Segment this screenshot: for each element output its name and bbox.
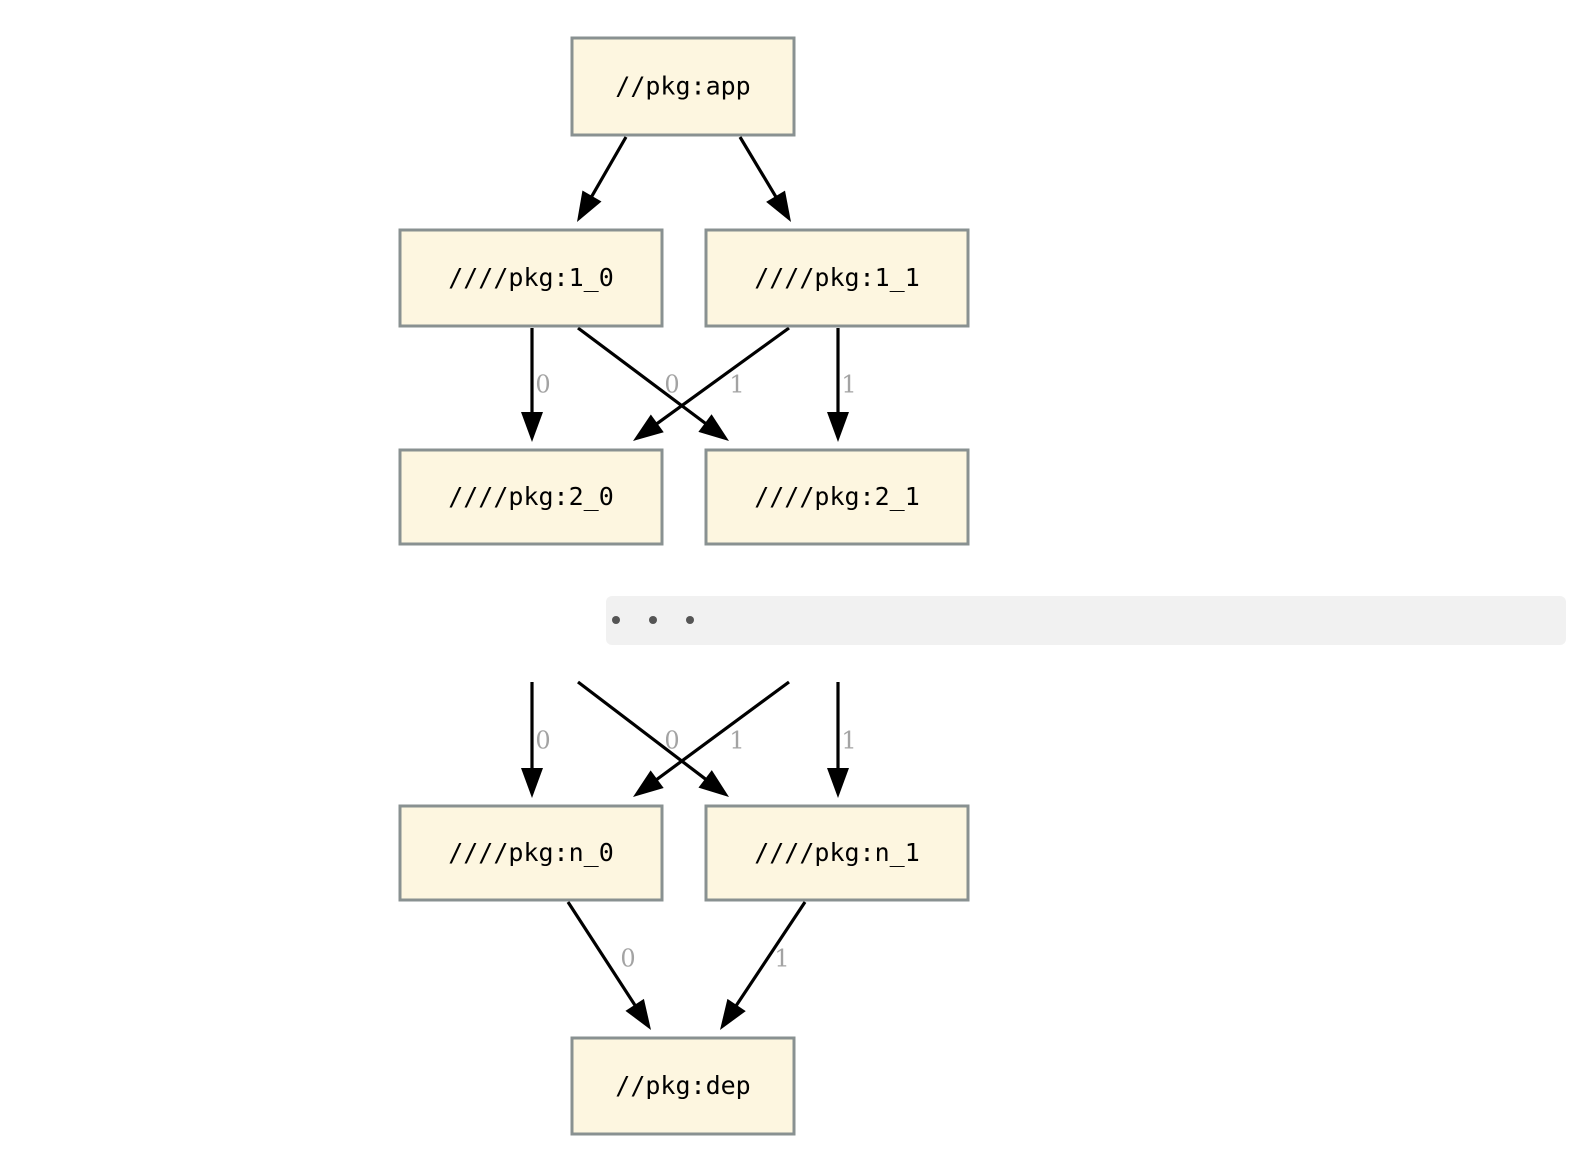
edge-line-0	[587, 136, 628, 203]
node-label-app: //pkg:app	[615, 72, 750, 101]
edge-arrowhead-9	[827, 768, 849, 798]
edge-label-6: 0	[535, 727, 550, 755]
node-label-n2_0: ////pkg:2_0	[448, 482, 614, 511]
node-rect-nn_1[interactable]	[704, 804, 970, 902]
edge-arrowhead-3	[698, 414, 729, 441]
node-rect-n2_1[interactable]	[704, 448, 970, 546]
node-n1_1[interactable]: ////pkg:1_1	[704, 228, 970, 328]
collapsed-band-rect[interactable]	[606, 596, 1566, 645]
ellipsis-dot-0	[612, 616, 620, 624]
edge-arrowhead-6	[521, 768, 543, 798]
edge-arrowhead-8	[633, 770, 664, 797]
edge-label-3: 1	[729, 371, 744, 399]
ellipsis-dot-1	[649, 616, 657, 624]
node-app[interactable]: //pkg:app	[570, 36, 796, 137]
edge-label-7: 1	[729, 727, 744, 755]
edge-arrowhead-2	[521, 412, 543, 442]
edge-label-11: 1	[774, 945, 789, 973]
ellipsis-dot-2	[686, 616, 694, 624]
edge-line-3	[577, 326, 711, 428]
node-rect-app[interactable]	[570, 36, 796, 137]
node-label-nn_0: ////pkg:n_0	[448, 838, 614, 867]
node-n1_0[interactable]: ////pkg:1_0	[398, 228, 664, 328]
node-label-n1_1: ////pkg:1_1	[754, 263, 920, 292]
edge-arrowhead-1	[766, 190, 791, 222]
edge-line-10	[566, 901, 640, 1011]
node-rect-n1_0[interactable]	[398, 228, 664, 328]
node-label-dep: //pkg:dep	[615, 1071, 750, 1100]
nodes-layer: //pkg:app ////pkg:1_0 ////pkg:1_1 ////pkg:2…	[398, 36, 970, 1136]
edge-line-8	[651, 680, 790, 785]
node-label-n1_0: ////pkg:1_0	[448, 263, 614, 292]
node-dep[interactable]: //pkg:dep	[570, 1036, 796, 1136]
collapsed-section-band	[606, 596, 1566, 645]
edge-arrowhead-0	[577, 190, 602, 222]
node-rect-dep[interactable]	[570, 1036, 796, 1136]
edge-arrowhead-5	[827, 412, 849, 442]
edge-line-11	[731, 901, 807, 1011]
node-label-n2_1: ////pkg:2_1	[754, 482, 920, 511]
edge-arrowhead-10	[625, 998, 651, 1030]
edge-line-7	[577, 680, 711, 784]
node-nn_0[interactable]: ////pkg:n_0	[398, 804, 664, 902]
edge-line-4	[651, 326, 790, 429]
node-rect-n1_1[interactable]	[704, 228, 970, 328]
edge-arrowhead-7	[698, 770, 729, 797]
edge-arrowhead-11	[720, 998, 746, 1030]
edge-arrowhead-4	[633, 414, 664, 441]
edges-layer: 0 1 0 1 0 1 0 1 0 1	[521, 136, 857, 1030]
edge-label-5: 1	[841, 371, 856, 399]
edge-label-9: 1	[841, 727, 856, 755]
node-nn_1[interactable]: ////pkg:n_1	[704, 804, 970, 902]
edge-label-4: 0	[664, 371, 679, 399]
node-label-nn_1: ////pkg:n_1	[754, 838, 920, 867]
edge-label-2: 0	[535, 371, 550, 399]
edge-label-10: 0	[620, 945, 635, 973]
node-n2_1[interactable]: ////pkg:2_1	[704, 448, 970, 546]
edge-line-1	[738, 136, 781, 203]
node-n2_0[interactable]: ////pkg:2_0	[398, 448, 664, 546]
node-rect-nn_0[interactable]	[398, 804, 664, 902]
node-rect-n2_0[interactable]	[398, 448, 664, 546]
edge-label-8: 0	[664, 727, 679, 755]
